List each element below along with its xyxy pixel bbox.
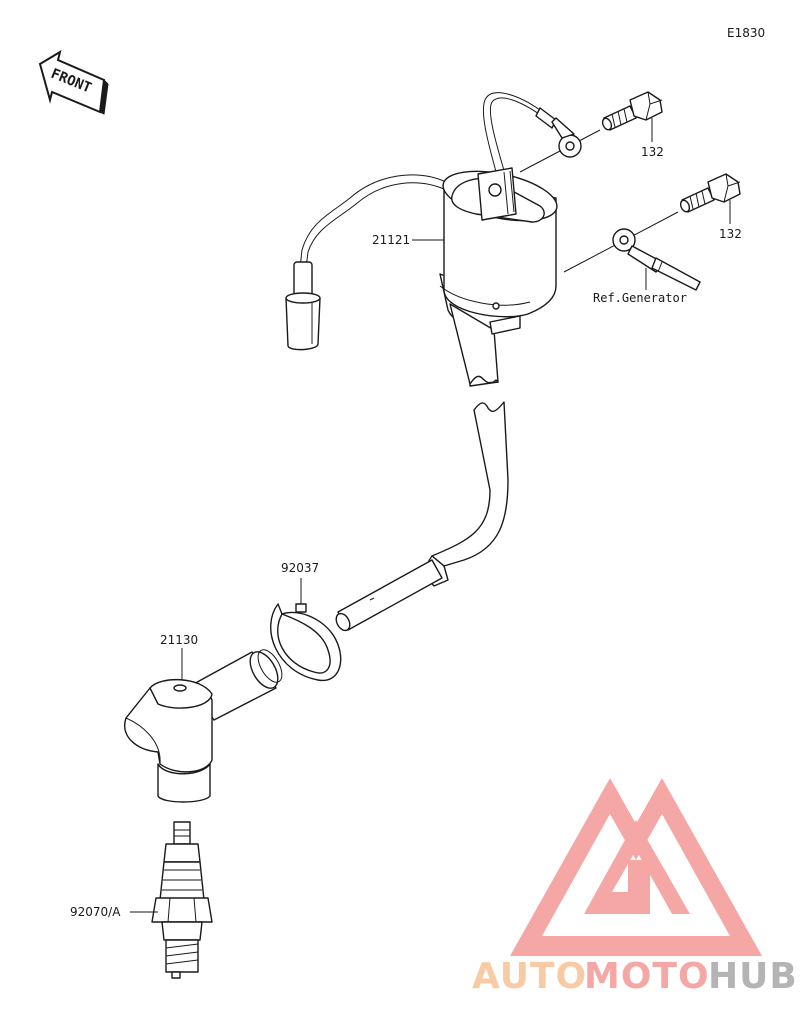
watermark-logo: AUTO MOTO HUB [472,778,798,997]
callout-21130: 21130 [160,633,198,647]
high-tension-lead [335,375,509,632]
watermark-auto: AUTO [472,956,587,997]
plug-cap [124,649,283,803]
watermark-moto: MOTO [584,956,710,997]
callout-92070a: 92070/A [70,905,121,919]
callout-132-lower: 132 [719,227,742,241]
front-arrow-icon: FRONT [38,49,109,115]
watermark-triangle-icon [510,778,762,956]
callout-21121: 21121 [372,233,410,247]
callout-92037: 92037 [281,561,319,575]
ignition-coil [439,167,558,385]
callout-132-upper: 132 [641,145,664,159]
bolt-upper [601,91,663,131]
spark-plug [151,821,213,979]
watermark-hub: HUB [708,956,798,997]
generator-ground-terminal [612,228,701,291]
ground-wire [482,92,582,187]
diagram-code: E1830 [727,26,765,40]
coil-primary-wire [285,174,447,351]
callout-ref-generator: Ref.Generator [593,291,687,305]
bolt-lower [679,173,741,213]
